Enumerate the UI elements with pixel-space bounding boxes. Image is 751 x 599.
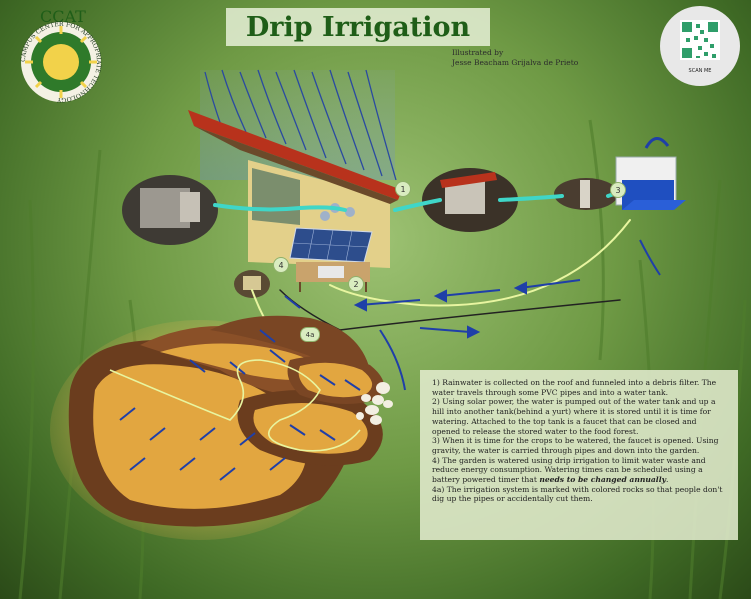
drip-line bbox=[109, 359, 361, 452]
marker-4: 4 bbox=[273, 257, 289, 273]
step-1-text: 1) Rainwater is collected on the roof an… bbox=[432, 378, 717, 397]
svg-text:CAMPUS CENTER FOR APPROPRIATE: CAMPUS CENTER FOR APPROPRIATE TECHNOLOGY bbox=[20, 21, 102, 103]
illustrator-credit: Illustrated by Jesse Beacham Grijalva de… bbox=[452, 48, 578, 68]
credit-line-2: Jesse Beacham Grijalva de Prieto bbox=[452, 58, 579, 67]
bed-arrows bbox=[119, 329, 361, 481]
water-pipes bbox=[213, 190, 631, 411]
photo-timer bbox=[234, 270, 270, 298]
flow-arrows bbox=[284, 239, 661, 391]
step-4-text-post: . bbox=[666, 475, 669, 485]
marker-2: 2 bbox=[348, 276, 364, 292]
title-banner: Drip Irrigation bbox=[226, 8, 490, 46]
qr-icon bbox=[680, 20, 720, 60]
qr-code[interactable]: SCAN ME bbox=[660, 6, 740, 86]
ccat-logo-icon: CCAT bbox=[21, 7, 101, 102]
photo-tank-1 bbox=[122, 175, 218, 245]
step-4a-text: 4a) The irrigation system is marked with… bbox=[432, 484, 723, 504]
step-4-text: 4) The garden is watered using drip irri… bbox=[432, 456, 726, 485]
photo-faucet bbox=[554, 178, 618, 210]
solar-panel bbox=[289, 227, 373, 292]
top-tank bbox=[615, 137, 686, 210]
marker-rocks bbox=[356, 382, 393, 425]
marker-1: 1 bbox=[395, 181, 411, 197]
marker-4a: 4a bbox=[300, 327, 320, 342]
photo-tank-2 bbox=[422, 168, 518, 232]
qr-label: SCAN ME bbox=[688, 68, 712, 74]
step-4-text-pre: 4) The garden is watered using drip irri… bbox=[432, 455, 706, 485]
description-panel: 1) Rainwater is collected on the roof an… bbox=[420, 370, 738, 540]
credit-line-1: Illustrated by bbox=[452, 48, 504, 57]
ccat-logo: CCAT CAMPUS CENTER FOR APPROPRIATE TECHN… bbox=[6, 4, 116, 114]
logo-title: CCAT bbox=[40, 7, 86, 26]
step-3-text: 3) When it is time for the crops to be w… bbox=[432, 436, 719, 455]
marker-3: 3 bbox=[610, 182, 626, 198]
logo-ring-text: CAMPUS CENTER FOR APPROPRIATE TECHNOLOGY bbox=[20, 21, 102, 103]
step-4-emphasis: needs to be changed annually bbox=[539, 475, 666, 485]
garden-beds bbox=[50, 315, 384, 540]
page-title: Drip Irrigation bbox=[245, 11, 471, 43]
logo-ring-label: CAMPUS CENTER FOR APPROPRIATE TECHNOLOGY bbox=[20, 21, 102, 103]
step-2-text: 2) Using solar power, the water is pumpe… bbox=[432, 397, 716, 436]
